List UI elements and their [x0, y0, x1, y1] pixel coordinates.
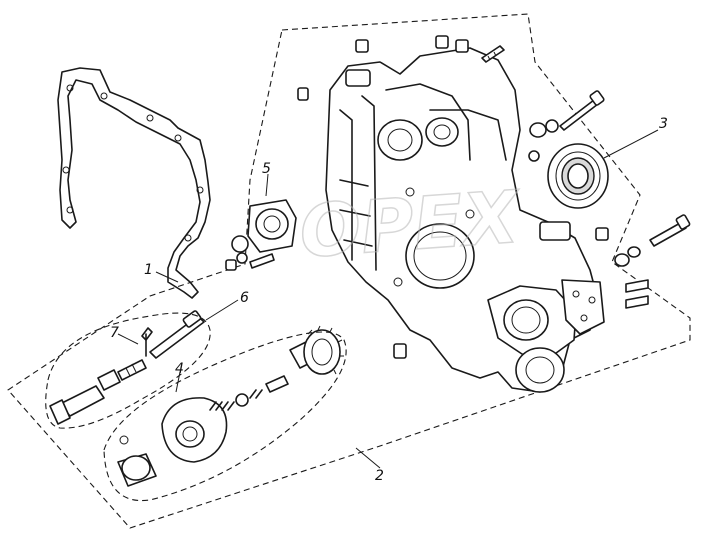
bolt-upper-right — [559, 90, 605, 131]
callout-5: 5 — [262, 161, 271, 177]
callout-6: 6 — [240, 290, 249, 306]
front-housing — [325, 47, 605, 393]
sub-group-left — [45, 312, 211, 429]
washers-right — [528, 119, 559, 162]
pump-body-4 — [161, 397, 228, 463]
watermark: OPEX — [297, 175, 524, 274]
pump-cup — [117, 435, 157, 487]
drive-gear — [289, 325, 344, 375]
callout-3: 3 — [659, 116, 668, 132]
spring-assembly — [209, 375, 289, 411]
shaft-6 — [149, 310, 205, 359]
gasket — [57, 67, 211, 299]
nuts-right — [595, 227, 649, 309]
sub-assembly-5 — [225, 199, 297, 271]
callout-7: 7 — [110, 325, 119, 341]
callout-4: 4 — [175, 361, 184, 377]
stud-top — [481, 45, 505, 63]
callout-1: 1 — [144, 262, 153, 278]
valve-assembly-7 — [49, 327, 153, 425]
housing-plugs — [297, 35, 469, 359]
callout-2: 2 — [375, 468, 384, 484]
sub-group-lower — [103, 331, 347, 502]
leader-lines — [117, 129, 659, 469]
bolt-right-middle — [649, 214, 691, 247]
gasket-bolt-holes — [62, 84, 204, 242]
oil-seal — [547, 143, 609, 209]
